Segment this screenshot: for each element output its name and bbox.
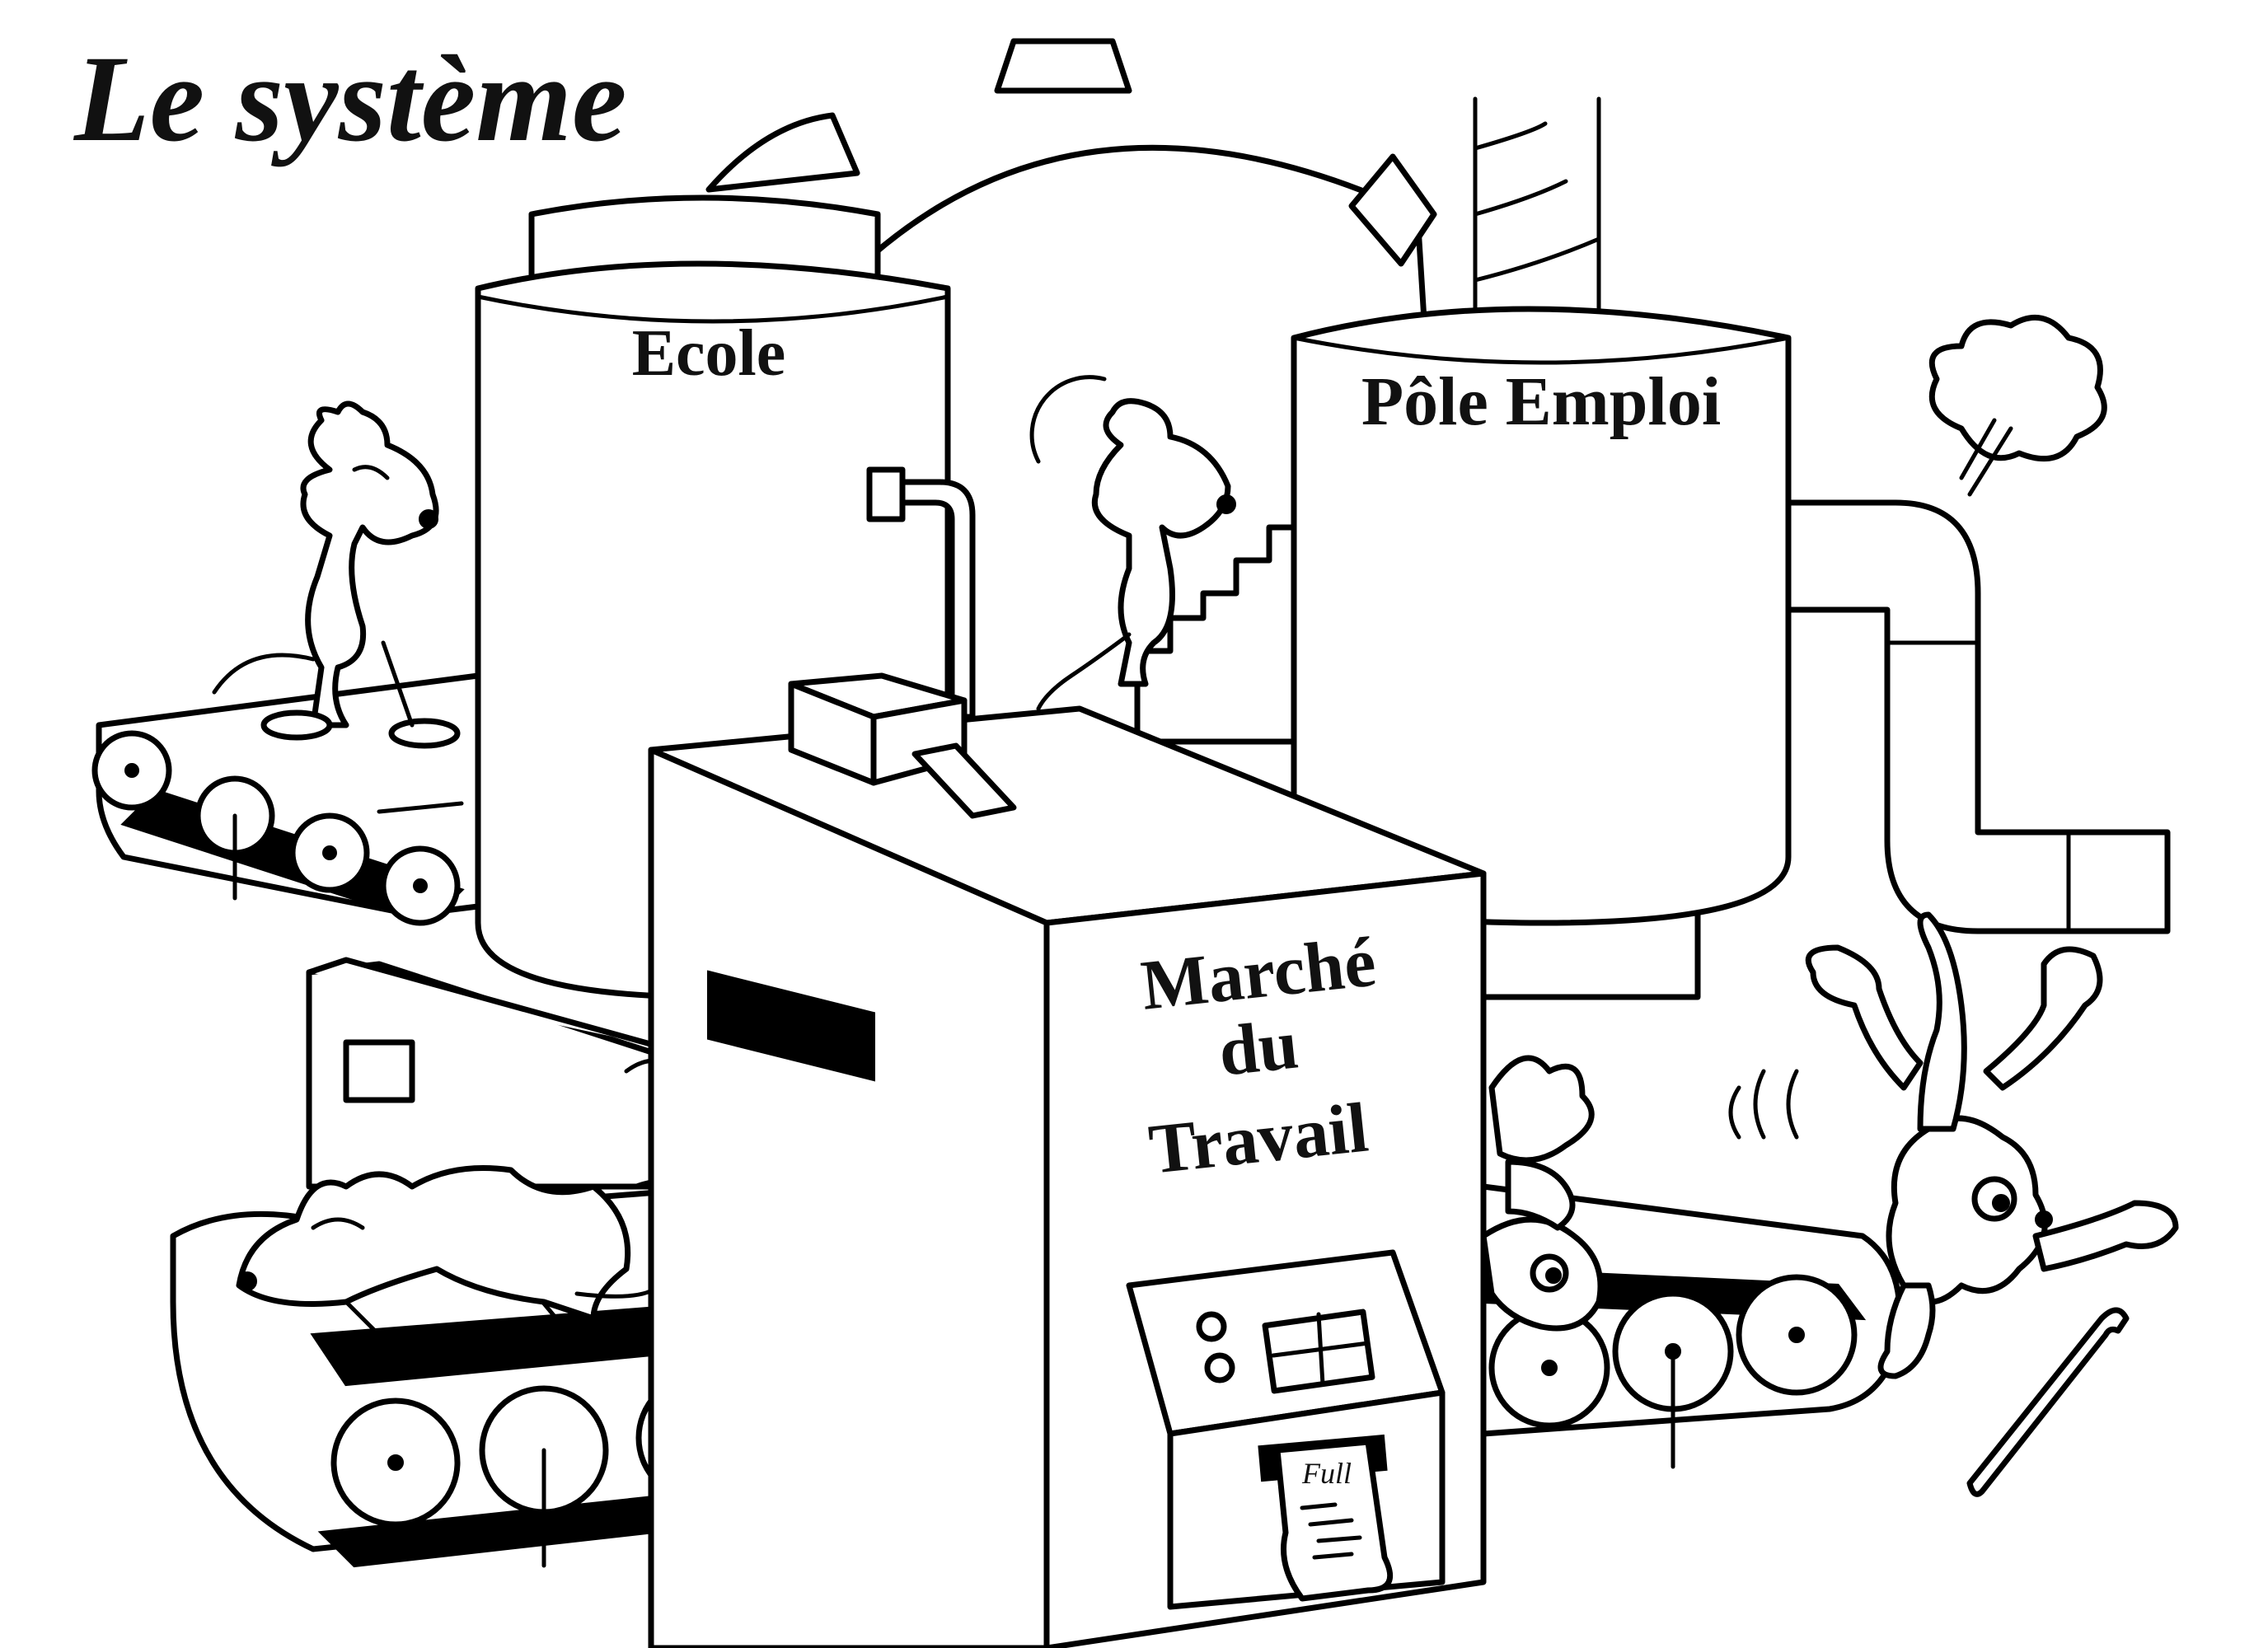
pipes [1785, 499, 2171, 934]
upper-left-conveyor [91, 672, 481, 926]
control-panel: Full [1126, 1249, 1446, 1610]
rat-falling [1728, 911, 2179, 1379]
marche-label-line2: du [1215, 1004, 1301, 1090]
rat-exiting [1480, 1055, 1604, 1332]
ticket-label: Full [1301, 1457, 1352, 1490]
steam-puff [1928, 314, 2107, 497]
stairs [1134, 524, 1297, 745]
page-title: Le système [73, 30, 627, 167]
ecole-label: Ecole [632, 317, 786, 390]
rat-standing-left [212, 400, 461, 749]
pole-emploi-label: Pôle Emploi [1361, 363, 1721, 440]
chimney-ladder [1473, 96, 1601, 349]
rat-on-stairs [1029, 375, 1236, 711]
base-machine [306, 957, 663, 1190]
cane [1966, 1307, 2130, 1497]
pole-emploi-tank: Pôle Emploi [1291, 306, 1792, 1000]
